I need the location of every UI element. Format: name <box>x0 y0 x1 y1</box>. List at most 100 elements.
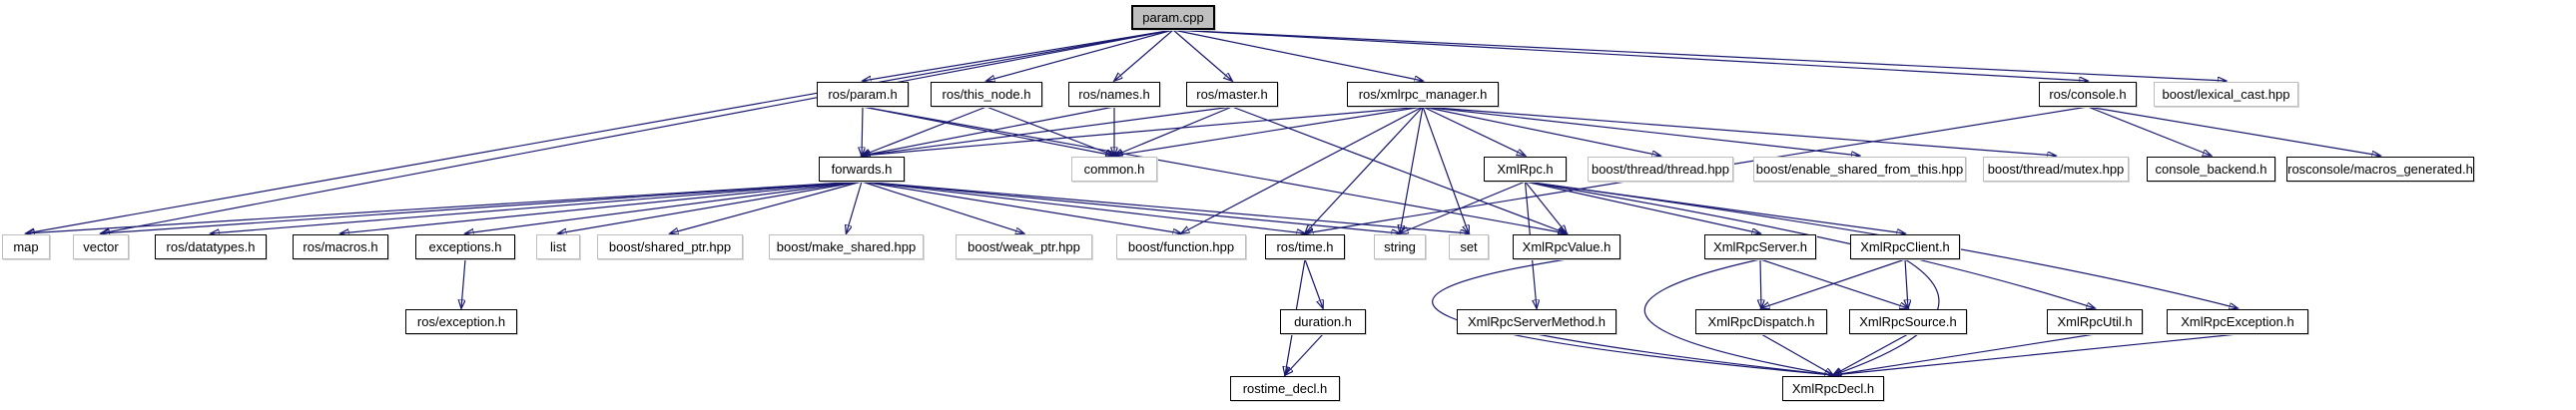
node-label: ros/exception.h <box>416 314 506 329</box>
node-ros-console-h[interactable]: ros/console.h <box>2039 82 2137 107</box>
edge-ros-console-h-to-console-backend-h <box>2087 106 2212 156</box>
edge-XmlRpcClient-h-to-XmlRpcDispatch-h <box>1761 258 1906 308</box>
node-set[interactable]: set <box>1449 234 1489 259</box>
node-rosconsole-macros-generated-h[interactable]: rosconsole/macros_generated.h <box>2286 157 2474 182</box>
node-boost-lexical-cast-hpp[interactable]: boost/lexical_cast.hpp <box>2154 82 2298 107</box>
node-ros-master-h[interactable]: ros/master.h <box>1186 82 1278 107</box>
edge-ros-time-h-to-duration-h <box>1304 258 1323 308</box>
node-label: XmlRpcValue.h <box>1522 239 1611 254</box>
node-ros-names-h[interactable]: ros/names.h <box>1068 82 1160 107</box>
node-label: param.cpp <box>1142 10 1204 25</box>
node-boost-thread-mutex-hpp[interactable]: boost/thread/mutex.hpp <box>1983 157 2129 182</box>
edge-ros-xmlrpc-manager-h-to-set <box>1422 106 1469 233</box>
node-label: XmlRpcUtil.h <box>2057 314 2133 329</box>
node-label: boost/thread/thread.hpp <box>1591 162 1730 177</box>
node-ros-this-node-h[interactable]: ros/this_node.h <box>931 82 1042 107</box>
node-label: vector <box>83 239 119 254</box>
edge-XmlRpcClient-h-to-XmlRpcSource-h <box>1905 258 1908 308</box>
node-xmlrpcutil-h[interactable]: XmlRpcUtil.h <box>2047 309 2143 334</box>
node-xmlrpcvalue-h[interactable]: XmlRpcValue.h <box>1513 234 1620 259</box>
node-rostime-decl-h[interactable]: rostime_decl.h <box>1230 376 1340 401</box>
edge-XmlRpcServerMethod-h-to-XmlRpcDecl-h <box>1536 333 1833 375</box>
edge-XmlRpc-h-to-string <box>1400 181 1526 233</box>
edge-XmlRpcException-h-to-XmlRpcDecl-h <box>1833 333 2239 375</box>
node-label: boost/lexical_cast.hpp <box>2162 87 2290 102</box>
node-exceptions-h[interactable]: exceptions.h <box>415 234 515 259</box>
node-label: boost/make_shared.hpp <box>776 239 917 254</box>
edge-ros-xmlrpc-manager-h-to-ros-time-h <box>1305 106 1424 233</box>
node-xmlrpcclient-h[interactable]: XmlRpcClient.h <box>1850 234 1960 259</box>
node-label: ros/xmlrpc_manager.h <box>1358 87 1488 102</box>
edge-ros-xmlrpc-manager-h-to-boost-enable-shared-from-this-hpp <box>1422 106 1860 156</box>
node-label: boost/enable_shared_from_this.hpp <box>1755 162 1964 177</box>
edge-XmlRpcSource-h-to-XmlRpcDecl-h <box>1833 333 1909 375</box>
edge-param-cpp-to-ros-param-h <box>863 29 1174 81</box>
node-label: ros/master.h <box>1196 87 1268 102</box>
edge-ros-xmlrpc-manager-h-to-common-h <box>1114 106 1424 156</box>
node-xmlrpc-h[interactable]: XmlRpc.h <box>1484 157 1567 182</box>
node-label: exceptions.h <box>428 239 502 254</box>
node-boost-weak-ptr-hpp[interactable]: boost/weak_ptr.hpp <box>956 234 1092 259</box>
edge-XmlRpcServer-h-to-XmlRpcDispatch-h <box>1760 258 1761 308</box>
node-map[interactable]: map <box>2 234 50 259</box>
node-label: rosconsole/macros_generated.h <box>2287 162 2473 177</box>
node-label: console_backend.h <box>2155 162 2267 177</box>
node-label: duration.h <box>1294 314 1352 329</box>
node-list[interactable]: list <box>536 234 580 259</box>
node-ros-exception-h[interactable]: ros/exception.h <box>405 309 517 334</box>
node-label: boost/function.hpp <box>1127 239 1235 254</box>
node-boost-make-shared-hpp[interactable]: boost/make_shared.hpp <box>769 234 924 259</box>
node-label: list <box>550 239 566 254</box>
edge-ros-master-h-to-forwards-h <box>862 106 1233 156</box>
edge-ros-param-h-to-XmlRpcValue-h <box>862 106 1567 233</box>
node-label: boost/weak_ptr.hpp <box>967 239 1080 254</box>
node-ros-datatypes-h[interactable]: ros/datatypes.h <box>155 234 267 259</box>
node-label: boost/shared_ptr.hpp <box>608 239 732 254</box>
edge-forwards-h-to-exceptions-h <box>465 181 863 233</box>
edge-param-cpp-to-boost-lexical-cast-hpp <box>1172 29 2227 81</box>
edge-forwards-h-to-ros-datatypes-h <box>211 181 863 233</box>
node-xmlrpcdispatch-h[interactable]: XmlRpcDispatch.h <box>1695 309 1827 334</box>
edge-ros-xmlrpc-manager-h-to-boost-thread-mutex-hpp <box>1422 106 2056 156</box>
node-label: ros/datatypes.h <box>166 239 256 254</box>
node-ros-macros-h[interactable]: ros/macros.h <box>293 234 388 259</box>
node-xmlrpcsource-h[interactable]: XmlRpcSource.h <box>1849 309 1967 334</box>
edge-param-cpp-to-ros-this-node-h <box>986 29 1174 81</box>
node-label: boost/thread/mutex.hpp <box>1987 162 2125 177</box>
node-vector[interactable]: vector <box>73 234 129 259</box>
node-xmlrpcdecl-h[interactable]: XmlRpcDecl.h <box>1782 376 1884 401</box>
node-label: ros/this_node.h <box>942 87 1031 102</box>
node-boost-function-hpp[interactable]: boost/function.hpp <box>1116 234 1246 259</box>
node-param-cpp[interactable]: param.cpp <box>1131 5 1215 30</box>
node-label: XmlRpcSource.h <box>1859 314 1957 329</box>
node-boost-enable-shared-from-this-hpp[interactable]: boost/enable_shared_from_this.hpp <box>1753 157 1966 182</box>
edge-forwards-h-to-boost-weak-ptr-hpp <box>861 181 1024 233</box>
node-label: map <box>13 239 39 254</box>
node-label: XmlRpcServerMethod.h <box>1468 314 1606 329</box>
node-ros-time-h[interactable]: ros/time.h <box>1265 234 1345 259</box>
node-label: XmlRpc.h <box>1497 162 1554 177</box>
node-boost-thread-thread-hpp[interactable]: boost/thread/thread.hpp <box>1588 157 1733 182</box>
node-label: common.h <box>1083 162 1145 177</box>
edge-XmlRpcDispatch-h-to-XmlRpcDecl-h <box>1760 333 1833 375</box>
node-xmlrpcserver-h[interactable]: XmlRpcServer.h <box>1704 234 1816 259</box>
edge-forwards-h-to-vector <box>101 181 863 233</box>
node-duration-h[interactable]: duration.h <box>1280 309 1366 334</box>
edge-ros-xmlrpc-manager-h-to-forwards-h <box>862 106 1424 156</box>
node-xmlrpcservermethod-h[interactable]: XmlRpcServerMethod.h <box>1457 309 1616 334</box>
node-label: XmlRpcClient.h <box>1860 239 1950 254</box>
edge-forwards-h-to-string <box>861 181 1400 233</box>
edge-param-cpp-to-ros-names-h <box>1114 29 1174 81</box>
edge-forwards-h-to-list <box>558 181 863 233</box>
edge-ros-this-node-h-to-forwards-h <box>862 106 987 156</box>
node-string[interactable]: string <box>1374 234 1426 259</box>
node-boost-shared-ptr-hpp[interactable]: boost/shared_ptr.hpp <box>597 234 743 259</box>
node-console-backend-h[interactable]: console_backend.h <box>2147 157 2275 182</box>
node-xmlrpcexception-h[interactable]: XmlRpcException.h <box>2167 309 2308 334</box>
edge-XmlRpcValue-h-to-XmlRpcDecl-h <box>1432 258 1833 375</box>
edge-forwards-h-to-boost-function-hpp <box>861 181 1181 233</box>
node-forwards-h[interactable]: forwards.h <box>819 157 905 182</box>
node-ros-param-h[interactable]: ros/param.h <box>817 82 909 107</box>
node-ros-xmlrpc-manager-h[interactable]: ros/xmlrpc_manager.h <box>1347 82 1499 107</box>
node-common-h[interactable]: common.h <box>1071 157 1157 182</box>
